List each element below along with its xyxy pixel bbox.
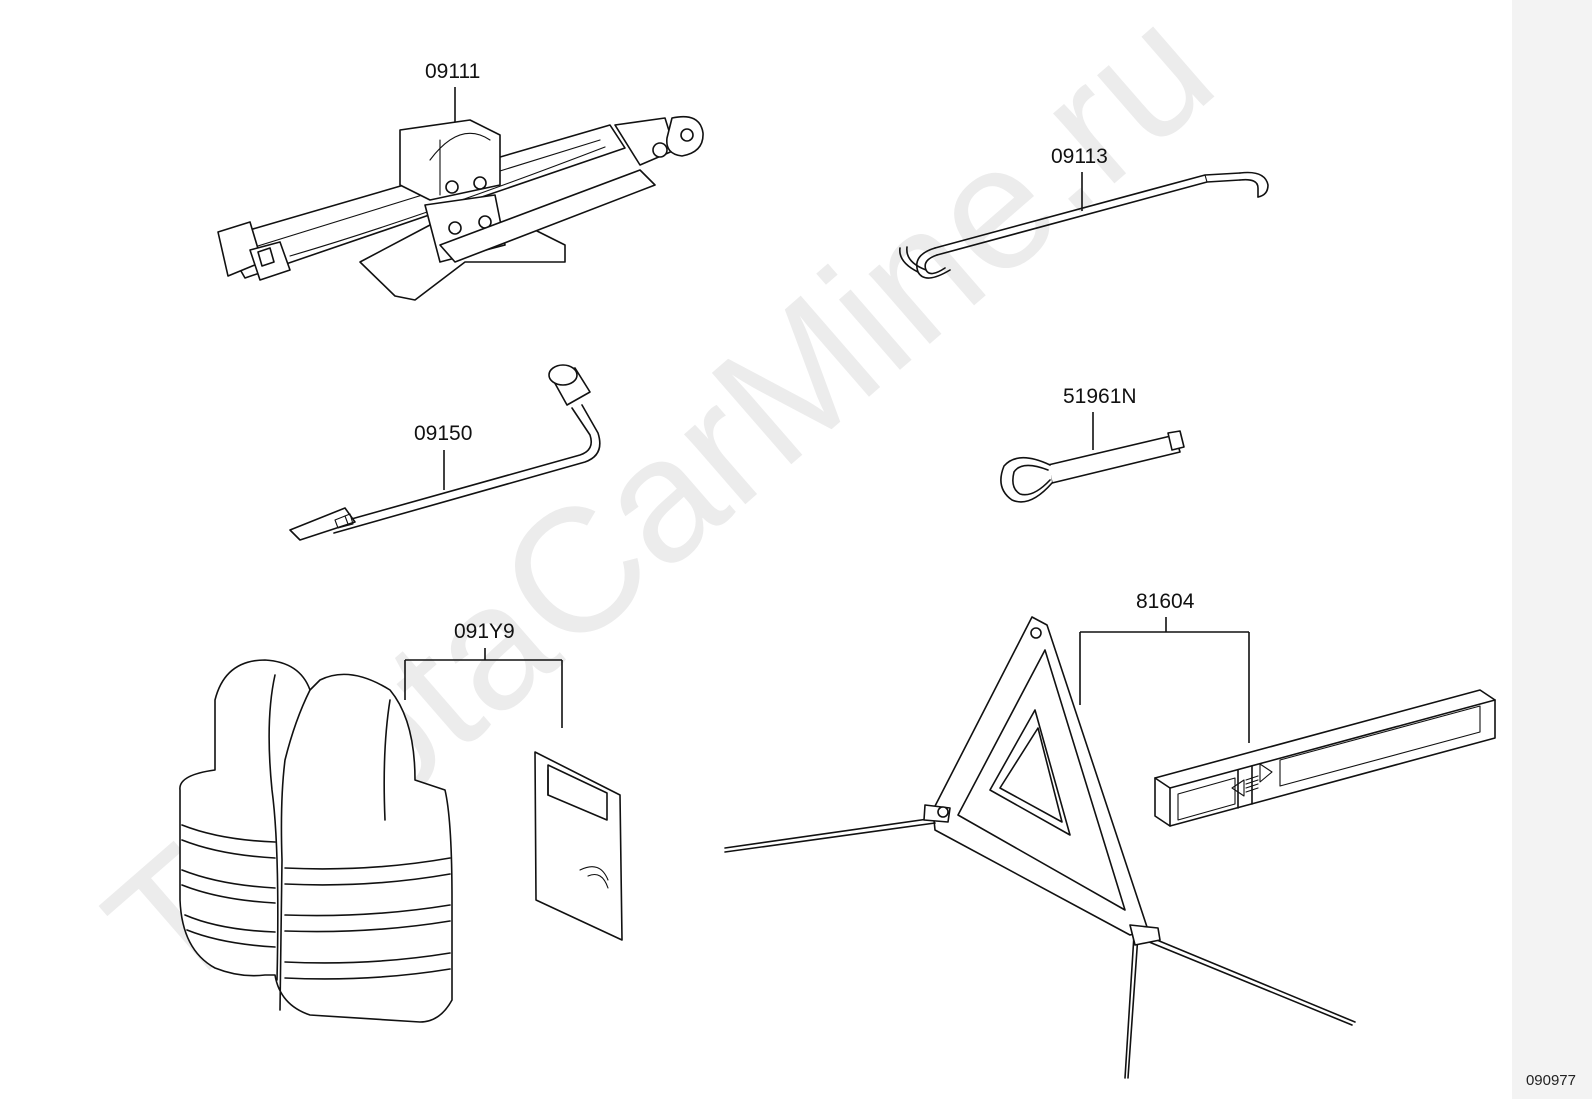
wheel-wrench-icon xyxy=(289,364,601,541)
jack-handle-part[interactable]: 09113 xyxy=(899,145,1269,279)
jack-icon xyxy=(217,115,704,301)
triangle-case-icon xyxy=(1154,689,1496,827)
part-number-label: 09111 xyxy=(425,60,480,83)
diagram-code: 090977 xyxy=(1525,1072,1576,1089)
part-number-label: 09113 xyxy=(1051,145,1108,168)
jack-part[interactable]: 09111 xyxy=(217,60,704,301)
part-number-label: 81604 xyxy=(1136,590,1195,613)
part-number-label: 09150 xyxy=(414,422,472,445)
vest-pouch-icon xyxy=(534,751,623,941)
part-number-label: 091Y9 xyxy=(454,620,515,643)
tow-hook-part[interactable]: 51961N xyxy=(1000,385,1185,503)
wheel-wrench-part[interactable]: 09150 xyxy=(289,364,601,541)
right-margin-strip xyxy=(1512,0,1592,1099)
safety-vest-part[interactable]: 091Y9 xyxy=(179,620,623,1023)
part-number-label: 51961N xyxy=(1063,385,1137,408)
warning-triangle-part[interactable]: 81604 xyxy=(724,590,1496,1079)
parts-diagram: ToyotaCarMine.ru 09111 xyxy=(71,0,1496,1079)
safety-vest-icon xyxy=(179,659,453,1023)
jack-handle-icon xyxy=(899,171,1269,279)
warning-triangle-icon xyxy=(724,616,1356,1079)
leader-bracket xyxy=(1079,617,1250,743)
leader-bracket xyxy=(404,648,563,728)
tow-hook-icon xyxy=(1000,430,1185,503)
